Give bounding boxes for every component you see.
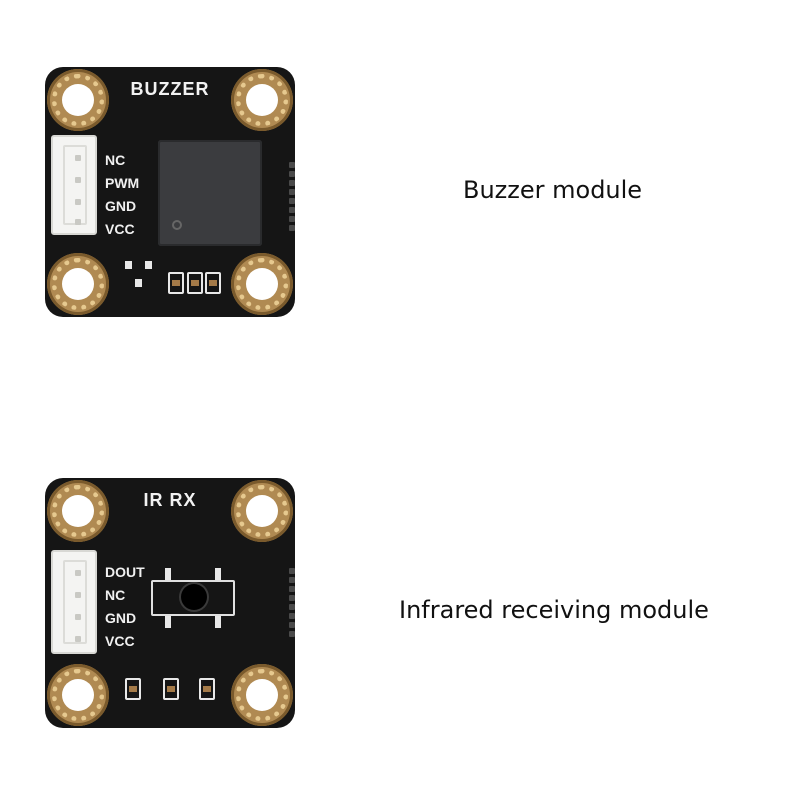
pin-header-connector [51,135,97,235]
smd-resistor [205,272,221,294]
ir-receiver-component [151,566,235,630]
mounting-hole [231,480,293,542]
mounting-hole [231,69,293,131]
mounting-hole [231,664,293,726]
buzzer-component [158,140,262,246]
board-label: BUZZER [130,79,210,99]
pin-label: VCC [105,221,135,237]
smd-resistor [187,272,203,294]
pin-label: GND [105,198,137,214]
smd-resistor [125,678,141,700]
smd-resistor [199,678,215,700]
pin-label: NC [105,587,126,603]
pin-label: GND [105,610,137,626]
pin-label: PWM [105,175,140,191]
module-caption: Buzzer module [463,176,643,204]
pin-label: VCC [105,633,135,649]
mounting-hole [47,69,109,131]
pin-labels: DOUT NC GND VCC [105,561,145,653]
transistor-footprint [125,261,153,287]
pin-label: NC [105,152,126,168]
mounting-hole [231,253,293,315]
board-label: IR RX [143,490,197,510]
mounting-hole [47,480,109,542]
pin-labels: NC PWM GND VCC [105,149,139,241]
edge-pads [289,568,295,640]
pin-label: DOUT [105,564,145,580]
pin-header-connector [51,550,97,654]
mounting-hole [47,253,109,315]
smd-resistor [163,678,179,700]
edge-pads [289,162,295,234]
module-caption: Infrared receiving module [399,596,709,624]
smd-resistor [168,272,184,294]
mounting-hole [47,664,109,726]
buzzer-module-board: BUZZER NC PWM GND VCC [45,67,295,317]
ir-receiver-module-board: IR RX DOUT NC GND VCC [45,478,295,728]
